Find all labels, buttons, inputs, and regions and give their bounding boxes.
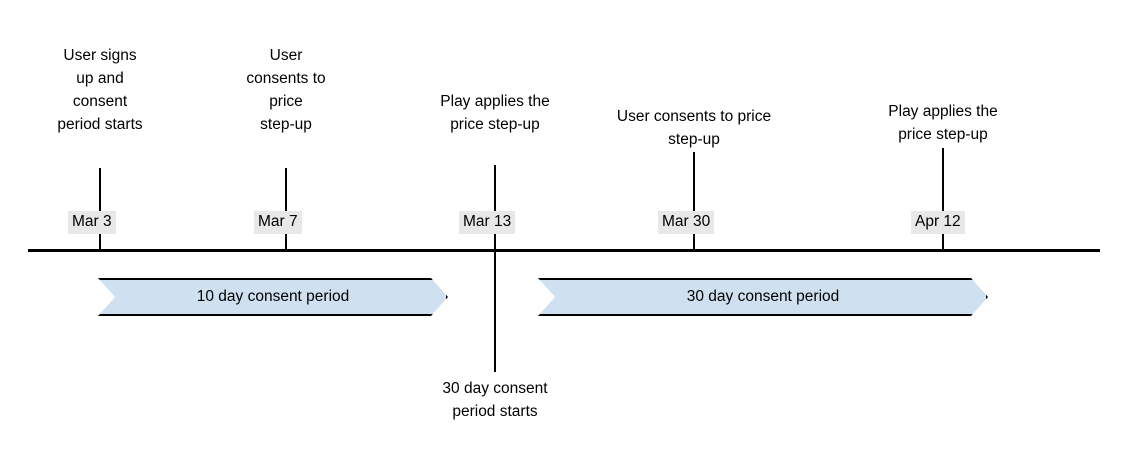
date-chip-mar-30: Mar 30: [658, 211, 715, 234]
tick-stem-mar-13: [494, 165, 496, 251]
event-label-mar-7: User consents to price step-up: [246, 47, 326, 133]
tick-stem-mar-30: [693, 152, 695, 251]
event-label-mar-3: User signs up and consent period starts: [57, 47, 143, 133]
bottom-caption-30-day-start: 30 day consent period starts: [442, 380, 548, 420]
tick-stem-apr-12: [942, 148, 944, 251]
period-banner-30-day: [538, 278, 988, 316]
event-label-apr-12: Play applies the price step-up: [888, 103, 998, 143]
event-label-mar-13: Play applies the price step-up: [440, 93, 550, 133]
date-chip-mar-13: Mar 13: [459, 211, 516, 234]
tick-stem-mar-13-lower: [494, 251, 496, 372]
date-chip-mar-7: Mar 7: [254, 211, 302, 234]
tick-stem-mar-3: [99, 168, 101, 251]
date-chip-apr-12: Apr 12: [911, 211, 965, 234]
tick-stem-mar-7: [285, 168, 287, 251]
period-banner-10-day: [98, 278, 448, 316]
timeline-axis: [28, 249, 1100, 252]
period-banner-10-day-label: 10 day consent period: [196, 288, 350, 305]
period-banner-30-day-label: 30 day consent period: [686, 288, 840, 305]
event-label-mar-30: User consents to price step-up: [616, 108, 772, 148]
date-chip-mar-3: Mar 3: [68, 211, 116, 234]
